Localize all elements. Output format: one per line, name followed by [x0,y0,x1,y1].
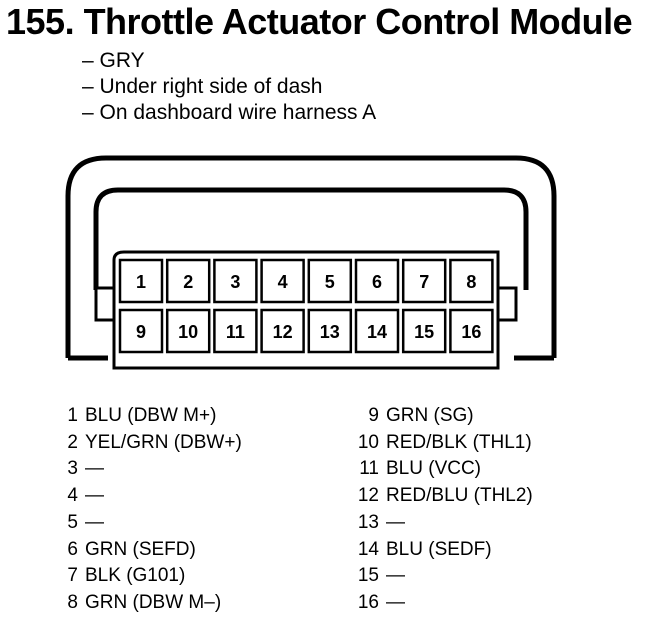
pin-row: 8 GRN (DBW M–) [64,590,242,617]
pin-row-number: 11 [359,458,379,480]
pin-number: 12 [273,322,293,342]
connector-inner-outline [93,187,529,290]
pin-row-description: BLU (VCC) [386,458,482,480]
pin-row: 11 BLU (VCC) [355,456,533,483]
pin-row: 13 — [355,510,533,537]
pin-number: 4 [278,272,288,292]
pin-row-description: RED/BLK (THL1) [386,431,532,453]
pin-row-description: — [386,591,405,613]
pin-row: 6 GRN (SEFD) [64,537,242,564]
pin-cell [165,308,211,354]
pin-number: 10 [178,322,198,342]
pin-row-number: 8 [67,591,78,613]
pin-cell [449,308,494,354]
pin-cell [354,308,400,354]
pin-row-number: 4 [67,485,78,507]
pin-row-description: GRN (SG) [386,405,474,426]
pin-number: 1 [136,272,146,292]
pin-row: 3— [64,456,242,483]
pin-row-description: RED/BLU (THL2) [386,485,533,507]
pin-row-number: 2 [67,431,78,453]
pin-cell [260,308,305,354]
pin-row-number: 3 [67,458,78,480]
connector-left-latch [94,286,116,322]
pin-cell [213,258,258,304]
pin-cell [118,258,164,304]
pin-list-right: 9 GRN (SG) 10 RED/BLK (THL1) 11 BLU (VCC) 12 RE… [355,403,533,617]
pin-row: 2 YEL/GRN (DBW+) [64,430,242,457]
pin-cell [118,308,164,354]
pin-number: 7 [419,272,429,292]
pin-row-number: 16 [357,591,379,613]
pin-cell [354,258,400,304]
note-harness: – On dashboard wire harness A [82,101,377,124]
pin-cell [307,308,353,354]
connector-housing-outline [65,155,557,358]
pin-cell [449,258,494,304]
pin-row-number: 13 [357,511,379,533]
pin-cell [165,258,211,304]
pin-number: 11 [226,322,245,342]
pin-cell [260,258,305,304]
pin-row: 7 BLK (G101) [64,563,242,590]
pin-row-number: 6 [67,538,78,560]
pin-row-number: 9 [368,405,379,426]
pin-row-number: 7 [67,565,78,587]
pin-row-description: BLU (SEDF) [386,538,492,560]
pin-row-description: — [386,565,405,587]
pin-row-description: — [85,458,104,480]
pin-row-description: GRN (DBW M–) [85,591,222,613]
pin-number: 16 [461,322,481,342]
pin-row: 4— [64,483,242,510]
pin-row-description: — [85,511,104,533]
pin-cell [307,258,353,304]
pin-row-description: YEL/GRN (DBW+) [85,431,242,453]
note-color: – GRY [82,49,145,72]
connector-right-latch [496,286,518,322]
pin-row-number: 15 [357,565,379,587]
pin-row-description: GRN (SEFD) [85,538,196,560]
pin-row-number: 14 [357,538,379,560]
pin-number: 13 [320,322,340,342]
pin-number: 3 [230,272,240,292]
pin-row: 15 — [355,563,533,590]
pin-row: 1 BLU (DBW M+) [64,403,242,430]
pin-number: 8 [466,272,476,292]
pin-row-number: 10 [357,431,379,453]
pin-row-number: 5 [67,511,78,533]
pin-row: 16 — [355,590,533,617]
pin-number: 14 [367,322,387,342]
pin-row: 10 RED/BLK (THL1) [355,430,533,457]
pin-number: 9 [136,322,146,342]
pin-cell [401,308,447,354]
pin-row: 9 GRN (SG) [355,403,533,430]
pin-row-description: BLU (DBW M+) [85,405,217,426]
pin-row-description: — [85,485,104,507]
pin-number: 5 [325,272,335,292]
pin-row-description: — [386,511,405,533]
connector-notes: – GRY – Under right side of dash – On da… [82,48,376,126]
note-location: – Under right side of dash [82,75,323,98]
pin-row-number: 1 [67,405,78,426]
pin-cell [213,308,258,354]
pin-number: 2 [183,272,193,292]
page-title: 155. Throttle Actuator Control Module [6,1,633,42]
pin-number: 15 [414,322,434,342]
pin-row-number: 12 [357,485,379,507]
pin-row: 12 RED/BLU (THL2) [355,483,533,510]
pin-cell [401,258,447,304]
pin-number: 6 [372,272,382,292]
pin-row: 5— [64,510,242,537]
pin-row-description: BLK (G101) [85,565,186,587]
pin-row: 14 BLU (SEDF) [355,537,533,564]
